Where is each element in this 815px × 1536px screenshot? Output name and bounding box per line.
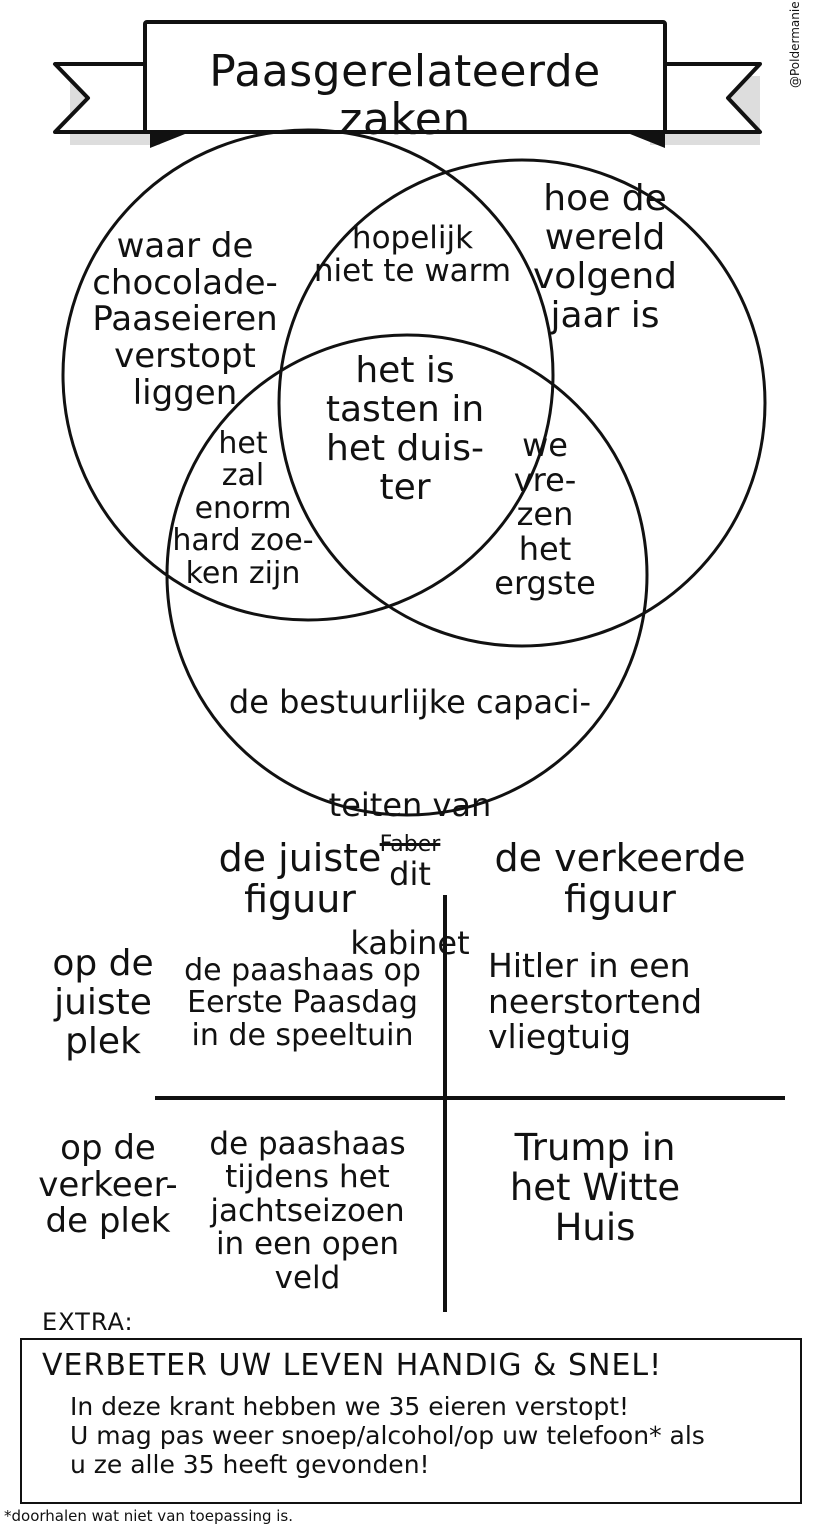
- extra-body: In deze krant hebben we 35 eieren versto…: [70, 1392, 705, 1479]
- venn-region-bottom: de bestuurlijke capaci- teiten van Faber…: [180, 650, 640, 995]
- venn-bottom-strikethrough: Faber: [379, 831, 441, 857]
- matrix-row-label-juiste-plek: op de juiste plek: [52, 943, 154, 1062]
- matrix-cell-top-left: de paashaas op Eerste Paasdag in de spee…: [184, 953, 421, 1053]
- venn-bottom-line-1: de bestuurlijke capaci-: [228, 682, 592, 721]
- matrix-row-label-verkeerde-plek: op de verkeer- de plek: [38, 1128, 178, 1242]
- extra-heading: VERBETER UW LEVEN HANDIG & SNEL!: [42, 1348, 663, 1383]
- matrix-cell-top-right: Hitler in een neerstortend vliegtuig: [488, 946, 703, 1057]
- title-banner: [53, 20, 762, 148]
- venn-region-right: hoe de wereld volgend jaar is: [533, 178, 677, 336]
- venn-bottom-line-2: teiten van Faber dit: [180, 754, 640, 892]
- footnote: *doorhalen wat niet van toepassing is.: [4, 1507, 293, 1525]
- venn-circle-3: [165, 333, 649, 817]
- matrix-header-juiste-figuur: de juiste figuur: [218, 836, 382, 922]
- venn-bottom-line-2-start: teiten van: [328, 786, 492, 825]
- matrix-cell-bottom-left: de paashaas tijdens het jachtseizoen in …: [209, 1126, 406, 1296]
- extra-label: EXTRA:: [42, 1308, 134, 1336]
- venn-bottom-line-3: kabinet: [350, 924, 470, 963]
- venn-region-center: het is tasten in het duis- ter: [325, 350, 485, 508]
- venn-diagram: [61, 128, 767, 817]
- extra-box: VERBETER UW LEVEN HANDIG & SNEL! In deze…: [20, 1338, 802, 1504]
- venn-bottom-line-2-end: dit: [389, 855, 431, 894]
- matrix-header-verkeerde-figuur: de verkeerde figuur: [494, 836, 746, 922]
- venn-region-left: waar de chocolade- Paaseieren verstopt l…: [92, 226, 278, 413]
- venn-region-top-overlap: hopelijk niet te warm: [313, 220, 512, 290]
- matrix-cell-bottom-right: Trump in het Witte Huis: [509, 1126, 681, 1249]
- venn-circle-1: [61, 128, 555, 622]
- venn-circle-2: [277, 158, 767, 648]
- venn-region-left-bottom-overlap: het zal enorm hard zoe- ken zijn: [172, 426, 314, 591]
- venn-region-right-bottom-overlap: we vre- zen het ergste: [494, 426, 596, 603]
